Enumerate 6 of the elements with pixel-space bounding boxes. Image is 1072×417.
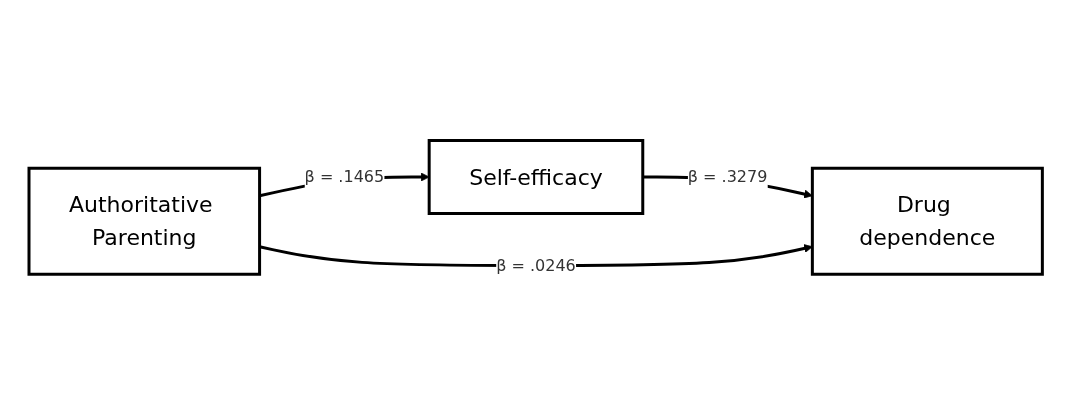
node-box: Drug dependence [811, 166, 1045, 276]
edge-label: β = .0246 [496, 255, 577, 274]
node-box: Self-efficacy [428, 138, 645, 215]
node-box: Authoritative Parenting [27, 166, 262, 276]
edge-label: β = .1465 [304, 166, 385, 186]
edge-label: β = .3279 [688, 166, 768, 186]
